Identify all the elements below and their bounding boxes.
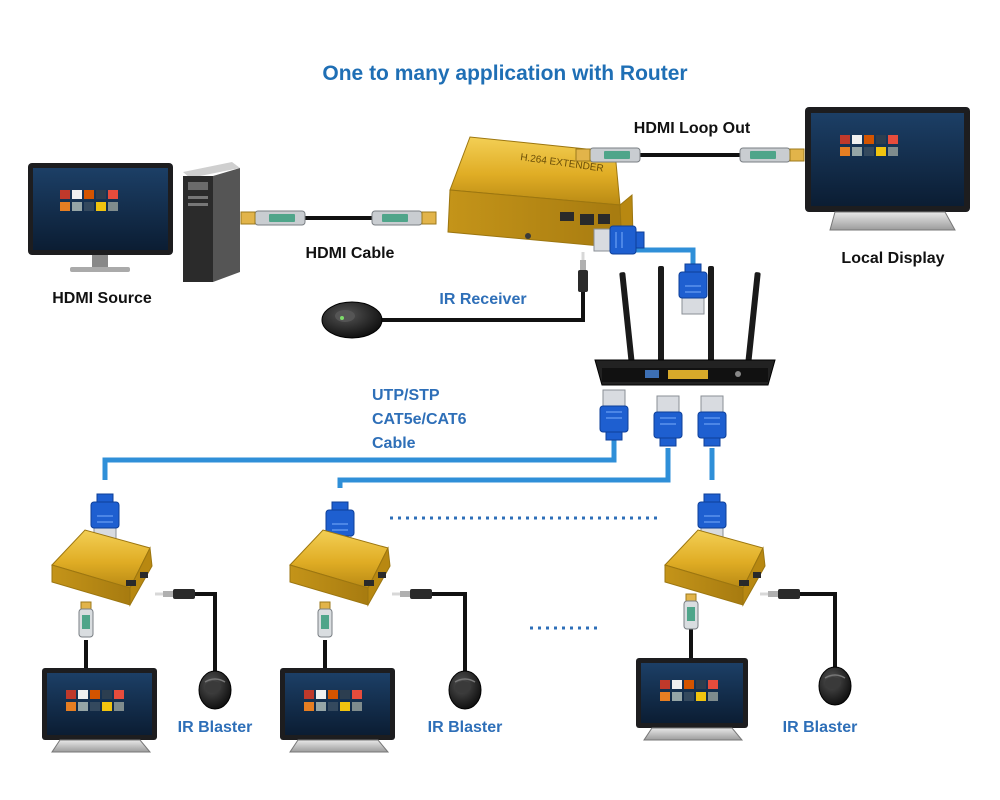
black-cables xyxy=(84,153,837,676)
local-display xyxy=(805,107,970,231)
receiver-device-1 xyxy=(51,529,153,607)
ir-blaster-label-3: IR Blaster xyxy=(783,719,858,736)
hdmi-source-label: HDMI Source xyxy=(52,290,152,307)
hdmi-loop-out-label: HDMI Loop Out xyxy=(634,120,751,137)
display-3 xyxy=(636,658,748,741)
jack-1 xyxy=(155,589,195,599)
ir-blaster-2 xyxy=(448,670,482,710)
rj45-connector-router-in xyxy=(678,263,708,315)
display-2 xyxy=(280,668,395,753)
ir-blaster-1 xyxy=(198,670,232,710)
hdmi-plug-rx-2 xyxy=(317,601,333,638)
rj45-connector-out-3 xyxy=(697,395,727,447)
hdmi-cable-label: HDMI Cable xyxy=(306,245,395,262)
local-display-label: Local Display xyxy=(841,250,944,267)
rj45-connector-out-2 xyxy=(653,395,683,447)
cable-label-line2: CAT5e/CAT6 xyxy=(372,411,467,428)
cable-label-line1: UTP/STP xyxy=(372,387,440,404)
router xyxy=(594,266,776,386)
pc-tower xyxy=(183,162,240,282)
display-1 xyxy=(42,668,157,753)
ir-blaster-3 xyxy=(818,666,852,706)
hdmi-plug-rx-3 xyxy=(683,593,699,630)
hdmi-plug-rx-1 xyxy=(78,601,94,638)
cable-label-line3: Cable xyxy=(372,435,416,452)
receiver-device-3 xyxy=(664,529,766,607)
ir-blaster-label-1: IR Blaster xyxy=(178,719,253,736)
rj45-connector-out-1 xyxy=(599,389,629,441)
ellipsis-dots xyxy=(390,516,662,630)
jack-3 xyxy=(760,589,800,599)
ir-receiver xyxy=(321,252,588,339)
receiver-device-2 xyxy=(289,529,391,607)
rj45-connector-tx xyxy=(593,225,645,255)
diagram-title: One to many application with Router xyxy=(322,62,687,85)
source-monitor xyxy=(28,163,173,272)
ir-receiver-label: IR Receiver xyxy=(439,291,526,308)
ir-blaster-label-2: IR Blaster xyxy=(428,719,503,736)
jack-2 xyxy=(392,589,432,599)
